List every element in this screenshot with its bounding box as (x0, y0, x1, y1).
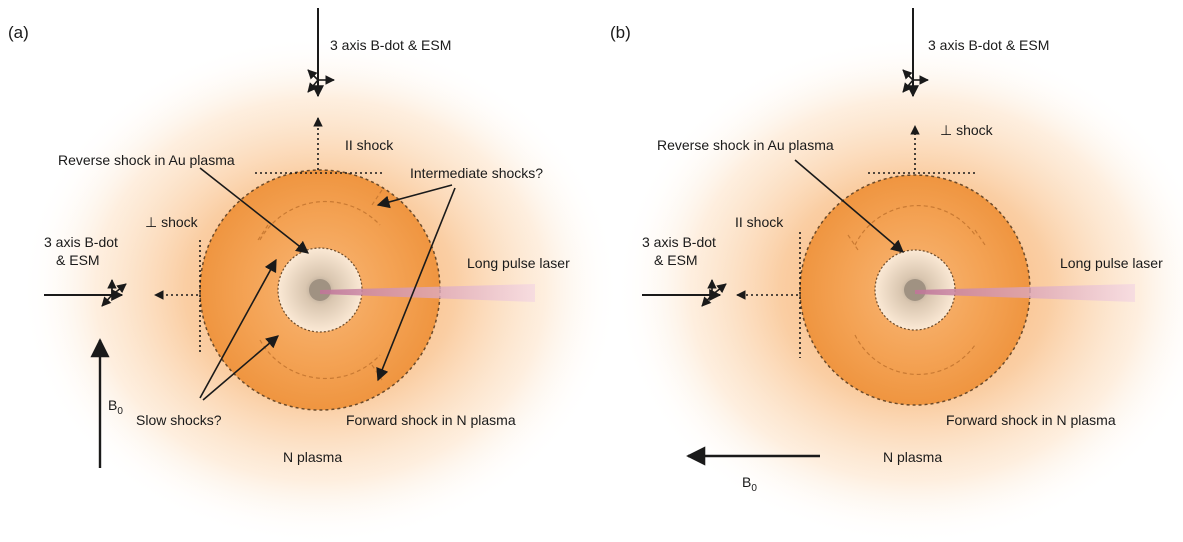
top-probe-label: 3 axis B-dot & ESM (928, 37, 1049, 53)
reverse-shock-label: Reverse shock in Au plasma (657, 137, 834, 153)
reverse-shock-label: Reverse shock in Au plasma (58, 152, 235, 168)
top-probe-triad-icon (902, 69, 929, 93)
top-shock-label: II shock (345, 137, 394, 153)
intermediate-label: Intermediate shocks? (410, 165, 543, 181)
intermediate-arrow-1 (376, 184, 453, 209)
left-probe-triad-icon (701, 279, 727, 307)
left-probe-triad-icon (101, 279, 127, 307)
forward-shock-label: Forward shock in N plasma (946, 412, 1116, 428)
left-probe-label-line2: & ESM (654, 252, 698, 268)
slow-shock-arrow-1 (199, 258, 277, 399)
reverse-shock-arrow (794, 159, 904, 253)
panel-label-b: (b) (610, 23, 631, 42)
laser-label: Long pulse laser (1060, 255, 1163, 271)
left-probe-label-line1: 3 axis B-dot (642, 234, 716, 250)
top-shock-label: ⊥ shock (940, 122, 994, 138)
left-shock-label: ⊥ shock (145, 214, 199, 230)
panel-a: 3 axis B-dot & ESM II shock 3 axis B-dot… (8, 8, 620, 542)
b0-label: B0 (108, 397, 123, 417)
n-plasma-label: N plasma (283, 449, 342, 465)
forward-shock-label: Forward shock in N plasma (346, 412, 516, 428)
top-probe-triad-icon (307, 69, 335, 93)
reverse-shock-arrow (199, 167, 310, 254)
panel-label-a: (a) (8, 23, 29, 42)
intermediate-arrow-2 (376, 187, 456, 382)
left-shock-label: II shock (735, 214, 784, 230)
left-probe-label-line2: & ESM (56, 252, 100, 268)
long-pulse-laser-beam (915, 284, 1135, 302)
long-pulse-laser-beam (320, 284, 535, 302)
inner-shock-arcs (847, 205, 986, 375)
n-plasma-label: N plasma (883, 449, 942, 465)
slow-shock-label: Slow shocks? (136, 412, 222, 428)
top-probe-label: 3 axis B-dot & ESM (330, 37, 451, 53)
b0-label: B0 (742, 474, 757, 494)
slow-shock-arrow-2 (202, 335, 279, 401)
panel-b: 3 axis B-dot & ESM ⊥ shock 3 axis B-dot … (610, 8, 1183, 542)
laser-label: Long pulse laser (467, 255, 570, 271)
left-probe-label-line1: 3 axis B-dot (44, 234, 118, 250)
